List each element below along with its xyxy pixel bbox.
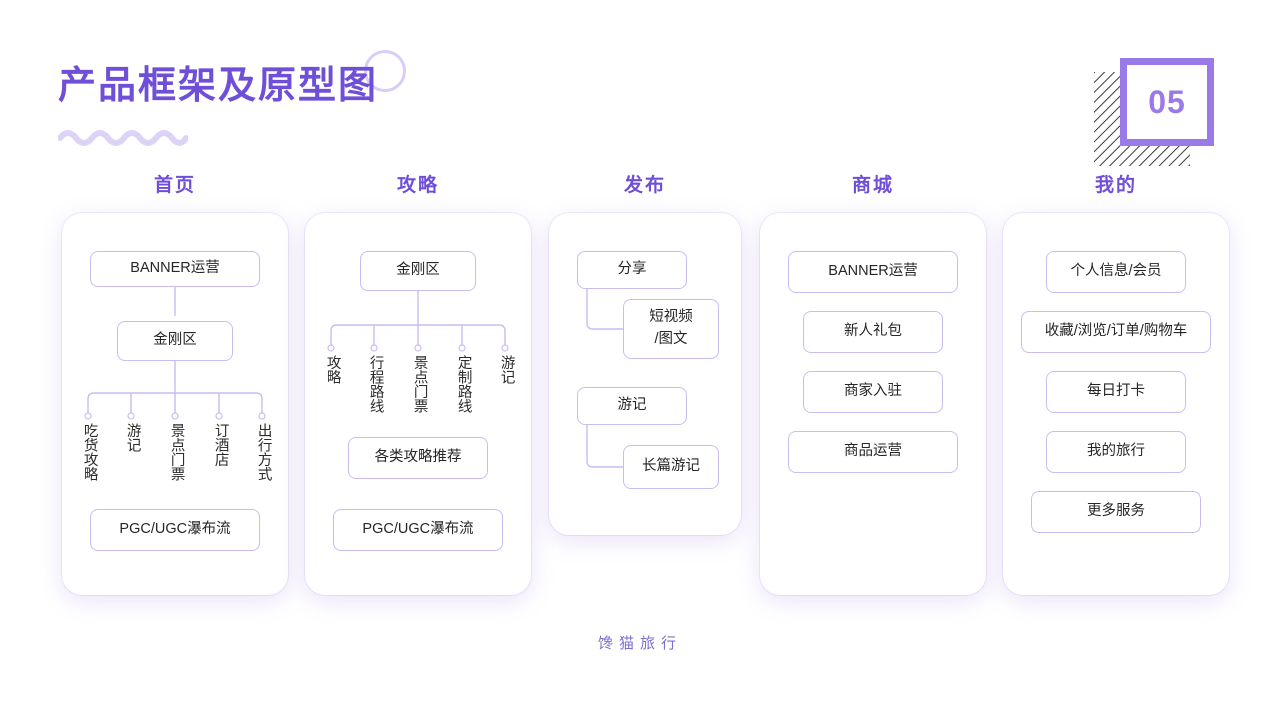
column-title-guide: 攻略 [396,175,439,196]
node-mine-more-services[interactable]: 更多服务 [1031,491,1201,533]
node-mine-daily-checkin[interactable]: 每日打卡 [1046,371,1186,413]
column-publish: 发布 分享 短视频 /图文 游记 长篇游记 [549,170,741,535]
card-mall[interactable]: BANNER运营 新人礼包 商家入驻 商品运营 [760,213,986,595]
node-guide-recommend[interactable]: 各类攻略推荐 [348,437,488,479]
badge-number: 05 [1148,83,1186,120]
branch-label-home-0[interactable]: 吃货攻略 [81,423,98,481]
node-mine-collections[interactable]: 收藏/浏览/订单/购物车 [1021,311,1211,353]
node-publish-share[interactable]: 分享 [577,251,687,289]
column-title-mine: 我的 [1094,175,1137,196]
card-home[interactable]: BANNER运营 金刚区 吃货攻略 游记 景点门票 订酒店 出行方式 PGC/U… [62,213,288,595]
branch-label-home-4[interactable]: 出行方式 [255,423,272,481]
node-mine-my-trips[interactable]: 我的旅行 [1046,431,1186,473]
branch-label-home-3[interactable]: 订酒店 [212,423,229,467]
branch-label-home-1[interactable]: 游记 [124,423,141,452]
title-wave-decoration [58,130,188,146]
node-guide-waterfall[interactable]: PGC/UGC瀑布流 [333,509,503,551]
title-block: 产品框架及原型图 [58,50,406,110]
column-guide: 攻略 金刚区 攻略 行程路线 景点门票 定制路线 游记 [305,170,531,595]
branch-label-guide-1[interactable]: 行程路线 [367,355,384,413]
column-mall: 商城 BANNER运营 新人礼包 商家入驻 商品运营 [760,170,986,595]
card-mine[interactable]: 个人信息/会员 收藏/浏览/订单/购物车 每日打卡 我的旅行 更多服务 [1003,213,1229,595]
column-title-publish: 发布 [623,175,666,196]
card-publish[interactable]: 分享 短视频 /图文 游记 长篇游记 [549,213,741,535]
badge-frame: 05 [1120,58,1214,146]
branch-label-home-2[interactable]: 景点门票 [168,423,185,481]
node-home-jingangqu[interactable]: 金刚区 [117,321,233,361]
page-title: 产品框架及原型图 [58,65,379,107]
node-publish-travelnote[interactable]: 游记 [577,387,687,425]
column-title-home: 首页 [153,175,196,196]
column-home: 首页 BANNER运营 金刚区 吃货攻略 游记 景点门票 [62,170,288,595]
footer-brand: 馋猫旅行 [597,635,682,652]
node-publish-shortvideo[interactable]: 短视频 /图文 [623,299,719,359]
node-mall-product-ops[interactable]: 商品运营 [788,431,958,473]
branch-label-guide-2[interactable]: 景点门票 [411,355,428,413]
column-title-mall: 商城 [851,175,894,196]
column-mine: 我的 个人信息/会员 收藏/浏览/订单/购物车 每日打卡 我的旅行 更多服务 [1003,170,1229,595]
node-mall-newcomer-gift[interactable]: 新人礼包 [803,311,943,353]
node-mall-merchant-entry[interactable]: 商家入驻 [803,371,943,413]
node-mall-banner[interactable]: BANNER运营 [788,251,958,293]
title-circle-decoration [364,50,406,92]
node-mine-profile[interactable]: 个人信息/会员 [1046,251,1186,293]
branch-label-guide-3[interactable]: 定制路线 [455,355,472,413]
node-home-banner[interactable]: BANNER运营 [90,251,260,287]
card-guide[interactable]: 金刚区 攻略 行程路线 景点门票 定制路线 游记 各类攻略推荐 PGC/UGC瀑… [305,213,531,595]
section-number-badge: 05 [1094,58,1214,166]
branch-label-guide-4[interactable]: 游记 [498,355,515,384]
node-home-waterfall[interactable]: PGC/UGC瀑布流 [90,509,260,551]
node-guide-jingangqu[interactable]: 金刚区 [360,251,476,291]
branch-label-guide-0[interactable]: 攻略 [324,355,341,384]
node-publish-longnote[interactable]: 长篇游记 [623,445,719,489]
